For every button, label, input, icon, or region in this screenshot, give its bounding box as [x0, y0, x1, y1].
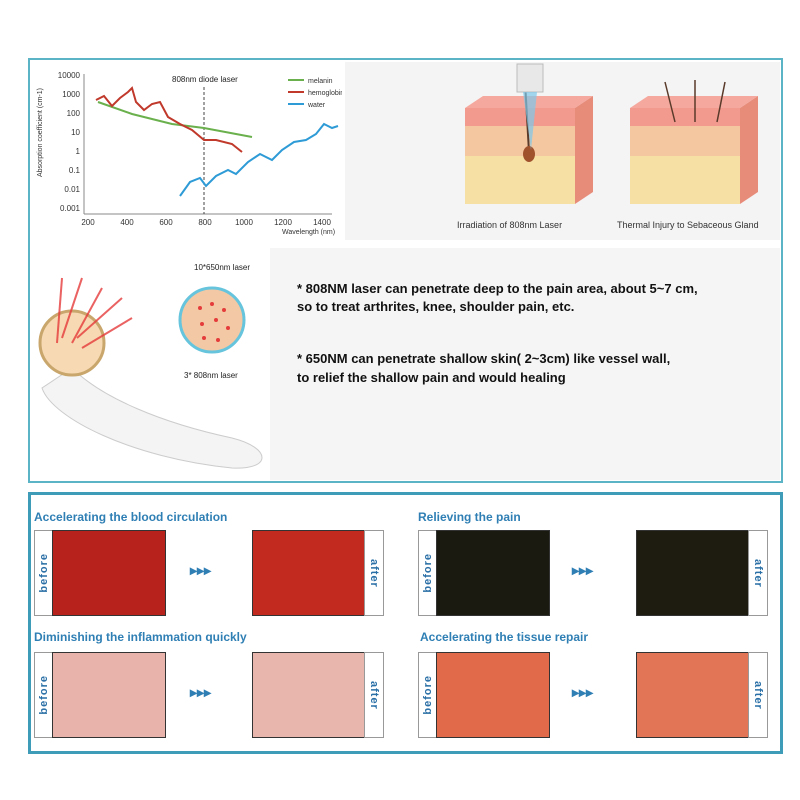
blood-after-image [252, 530, 366, 616]
title-blood-circulation: Accelerating the blood circulation [34, 510, 228, 524]
skin-caption-right: Thermal Injury to Sebaceous Gland [617, 220, 759, 230]
y-tick-label: 100 [67, 109, 81, 118]
note-650-line2: to relief the shallow pain and would hea… [297, 370, 566, 385]
absorption-chart-svg: Absorption coefficient (cm-1) 10000 1000 1… [37, 71, 344, 236]
blood-before-image [52, 530, 166, 616]
after-label-inflammation: after [364, 652, 384, 738]
arrow-inflammation: ▸▸▸ [190, 684, 212, 700]
arrow-pain: ▸▸▸ [572, 562, 594, 578]
arrow-tissue: ▸▸▸ [572, 684, 594, 700]
after-label-pain: after [748, 530, 768, 616]
y-tick-label: 0.001 [60, 204, 81, 213]
before-label-pain: before [418, 530, 438, 616]
pain-before-image [436, 530, 550, 616]
skin-block-left [465, 63, 593, 204]
y-tick-label: 0.1 [69, 166, 81, 175]
before-label-inflammation: before [34, 652, 54, 738]
y-tick-label: 1000 [62, 90, 80, 99]
chart-ylabel: Absorption coefficient (cm-1) [37, 88, 44, 177]
laser-device-illustration: 10*650nm laser 3* 808nm laser [38, 263, 263, 469]
y-tick-label: 1 [76, 147, 81, 156]
inflammation-before-image [52, 652, 166, 738]
x-tick-label: 1000 [235, 218, 253, 227]
melanin-line [97, 101, 253, 138]
notes-panel [270, 248, 780, 480]
x-tick-label: 1200 [274, 218, 292, 227]
y-tick-label: 0.01 [64, 185, 80, 194]
y-tick-label: 10 [71, 128, 80, 137]
legend-hemoglobin: hemoglobin [308, 90, 342, 97]
device-label-bottom: 3* 808nm laser [184, 371, 238, 380]
legend-water: water [307, 102, 326, 109]
x-tick-label: 800 [198, 218, 212, 227]
title-relieving-pain: Relieving the pain [418, 510, 521, 524]
inflammation-after-image [252, 652, 366, 738]
chart-xlabel: Wavelength (nm) [282, 229, 335, 236]
legend-melanin: melanin [308, 78, 333, 85]
skin-cross-sections: Irradiation of 808nm Laser Thermal Injur… [457, 63, 759, 230]
skin-caption-left: Irradiation of 808nm Laser [457, 220, 562, 230]
chart-marker-label: 808nm diode laser [172, 75, 238, 84]
arrow-blood: ▸▸▸ [190, 562, 212, 578]
x-tick-label: 1400 [313, 218, 331, 227]
hemoglobin-line [95, 86, 243, 153]
note-650-line1: * 650NM can penetrate shallow skin( 2~3c… [297, 351, 671, 366]
device-label-top: 10*650nm laser [194, 263, 250, 272]
note-808-line1: * 808NM laser can penetrate deep to the … [297, 281, 698, 296]
tissue-after-image [636, 652, 750, 738]
water-line [179, 122, 339, 197]
x-tick-label: 400 [120, 218, 134, 227]
pain-after-image [636, 530, 750, 616]
x-tick-label: 200 [81, 218, 95, 227]
before-label-blood: before [34, 530, 54, 616]
title-inflammation: Diminishing the inflammation quickly [34, 630, 247, 644]
x-tick-label: 600 [159, 218, 173, 227]
after-label-tissue: after [748, 652, 768, 738]
before-label-tissue: before [418, 652, 438, 738]
absorption-chart: Absorption coefficient (cm-1) 10000 1000 1… [32, 62, 344, 240]
note-808-line2: so to treat arthrites, knee, shoulder pa… [297, 299, 575, 314]
after-label-blood: after [364, 530, 384, 616]
y-tick-label: 10000 [58, 71, 81, 80]
skin-illustrations: Irradiation of 808nm Laser Thermal Injur… [345, 62, 780, 240]
title-tissue-repair: Accelerating the tissue repair [420, 630, 589, 644]
skin-block-right [630, 80, 758, 204]
tissue-before-image [436, 652, 550, 738]
